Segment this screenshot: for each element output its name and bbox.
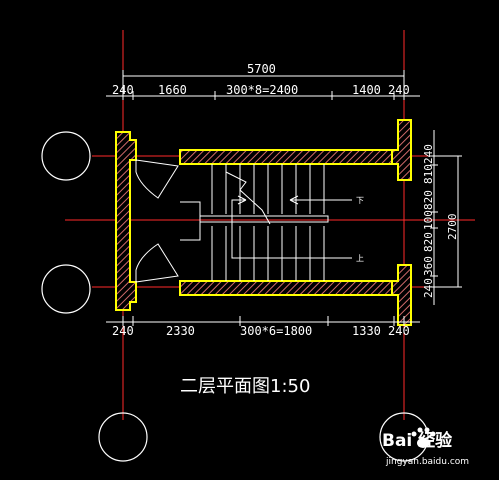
wall-bottom xyxy=(179,280,393,296)
dim-bottom-seg-5: 240 xyxy=(388,324,410,338)
bottom-dimension-lines xyxy=(106,316,420,326)
wall-right-top xyxy=(391,119,412,181)
watermark-brand: Bai 经验 xyxy=(382,430,453,451)
door-top-leaf xyxy=(135,159,179,199)
stair-arrows xyxy=(225,171,352,259)
walls xyxy=(115,119,412,326)
axis-bubble-bottom-left xyxy=(41,264,91,314)
stair-down-label: 下 xyxy=(356,196,364,205)
dim-top-seg-5: 240 xyxy=(388,83,410,97)
watermark-url: jingyan.baidu.com xyxy=(385,457,469,467)
door-bottom-leaf xyxy=(135,243,179,283)
break-line xyxy=(225,171,271,225)
dim-right-seg-4: 100 xyxy=(422,210,435,230)
stair-landing xyxy=(180,201,329,241)
dim-right-seg-1: 240 xyxy=(422,144,435,164)
axis-bubble-bottom-2 xyxy=(379,412,429,462)
dim-top-seg-4: 1400 xyxy=(352,83,381,97)
wall-top xyxy=(179,149,393,165)
dim-right-seg-7: 240 xyxy=(422,278,435,298)
doors xyxy=(135,159,179,283)
dim-right-seg-5: 820 xyxy=(422,232,435,252)
dim-bottom-seg-4: 1330 xyxy=(352,324,381,338)
dim-right-seg-2: 810 xyxy=(422,164,435,184)
watermark: Bai 经验 jingyan.baidu.com xyxy=(382,427,469,467)
up-arrow-line xyxy=(231,199,352,259)
stair-handrail xyxy=(199,215,329,223)
paw-toe xyxy=(411,431,417,437)
up-arrow-head xyxy=(237,195,247,205)
paw-toe xyxy=(430,431,436,437)
dim-bottom-seg-1: 240 xyxy=(112,324,134,338)
dim-top-seg-3: 300*8=2400 xyxy=(226,83,298,97)
dim-top-seg-2: 1660 xyxy=(158,83,187,97)
dim-right-seg-6: 360 xyxy=(422,256,435,276)
axis-bubbles xyxy=(41,131,429,462)
paw-pad xyxy=(417,438,429,448)
axis-bubble-bottom-1 xyxy=(98,412,148,462)
paw-toe xyxy=(424,427,430,433)
stair-up-label: 上 xyxy=(356,254,364,263)
wall-left xyxy=(115,131,137,311)
paw-toe xyxy=(417,427,423,433)
down-arrow-head xyxy=(289,195,299,205)
right-dimension-lines xyxy=(430,130,462,305)
drawing-title: 二层平面图1:50 xyxy=(180,376,310,397)
dim-top-overall: 5700 xyxy=(247,62,276,76)
axis-bubble-top-left xyxy=(41,131,91,181)
dim-top-seg-1: 240 xyxy=(112,83,134,97)
dim-bottom-seg-3: 300*6=1800 xyxy=(240,324,312,338)
top-dimension-lines xyxy=(106,70,420,100)
dim-right-overall: 2700 xyxy=(446,214,459,241)
dim-right-seg-3: 820 xyxy=(422,190,435,210)
landing-outline xyxy=(180,201,201,241)
stair-treads xyxy=(211,164,325,281)
wall-right-bottom xyxy=(391,264,412,326)
paw-logo xyxy=(411,427,436,448)
dim-bottom-seg-2: 2330 xyxy=(166,324,195,338)
